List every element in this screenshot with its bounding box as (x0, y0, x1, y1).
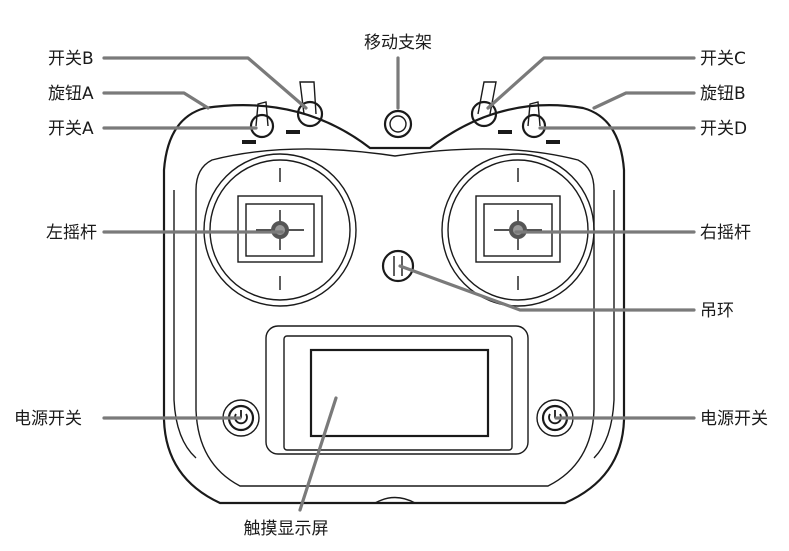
label-touch-screen: 触摸显示屏 (244, 519, 329, 539)
mobile-stand-mount (383, 109, 413, 139)
left-stick[interactable] (203, 153, 357, 307)
right-stick[interactable] (441, 153, 595, 307)
labels: 开关B 旋钮A 开关A 移动支架 开关C 旋钮B 开关D 左摇杆 右摇杆 吊环 … (14, 33, 768, 539)
label-switch-a: 开关A (48, 119, 94, 139)
label-power-right: 电源开关 (700, 409, 768, 429)
leader-switch-b (102, 56, 308, 110)
label-knob-b: 旋钮B (700, 84, 746, 104)
label-knob-a: 旋钮A (48, 84, 94, 104)
switch-b-control[interactable] (286, 81, 324, 134)
label-left-stick: 左摇杆 (46, 223, 97, 243)
leader-knob-a (102, 91, 210, 110)
leader-lines (102, 56, 696, 512)
leader-switch-c (486, 56, 696, 110)
leader-lanyard (398, 264, 696, 312)
touch-screen[interactable] (265, 325, 529, 455)
label-switch-c: 开关C (700, 49, 746, 69)
switch-d-control[interactable] (521, 101, 560, 144)
label-power-left: 电源开关 (14, 409, 82, 429)
label-right-stick: 右摇杆 (700, 223, 751, 243)
lanyard-ring (381, 249, 415, 283)
label-mobile-stand: 移动支架 (364, 33, 432, 53)
label-switch-d: 开关D (700, 119, 747, 139)
switch-c-control[interactable] (470, 81, 512, 134)
leader-touch-screen (298, 396, 338, 512)
transmitter-body (162, 104, 626, 505)
switch-a-control[interactable] (242, 101, 275, 144)
leader-knob-b (592, 91, 696, 110)
label-switch-b: 开关B (48, 49, 94, 69)
label-lanyard-ring: 吊环 (700, 301, 734, 321)
